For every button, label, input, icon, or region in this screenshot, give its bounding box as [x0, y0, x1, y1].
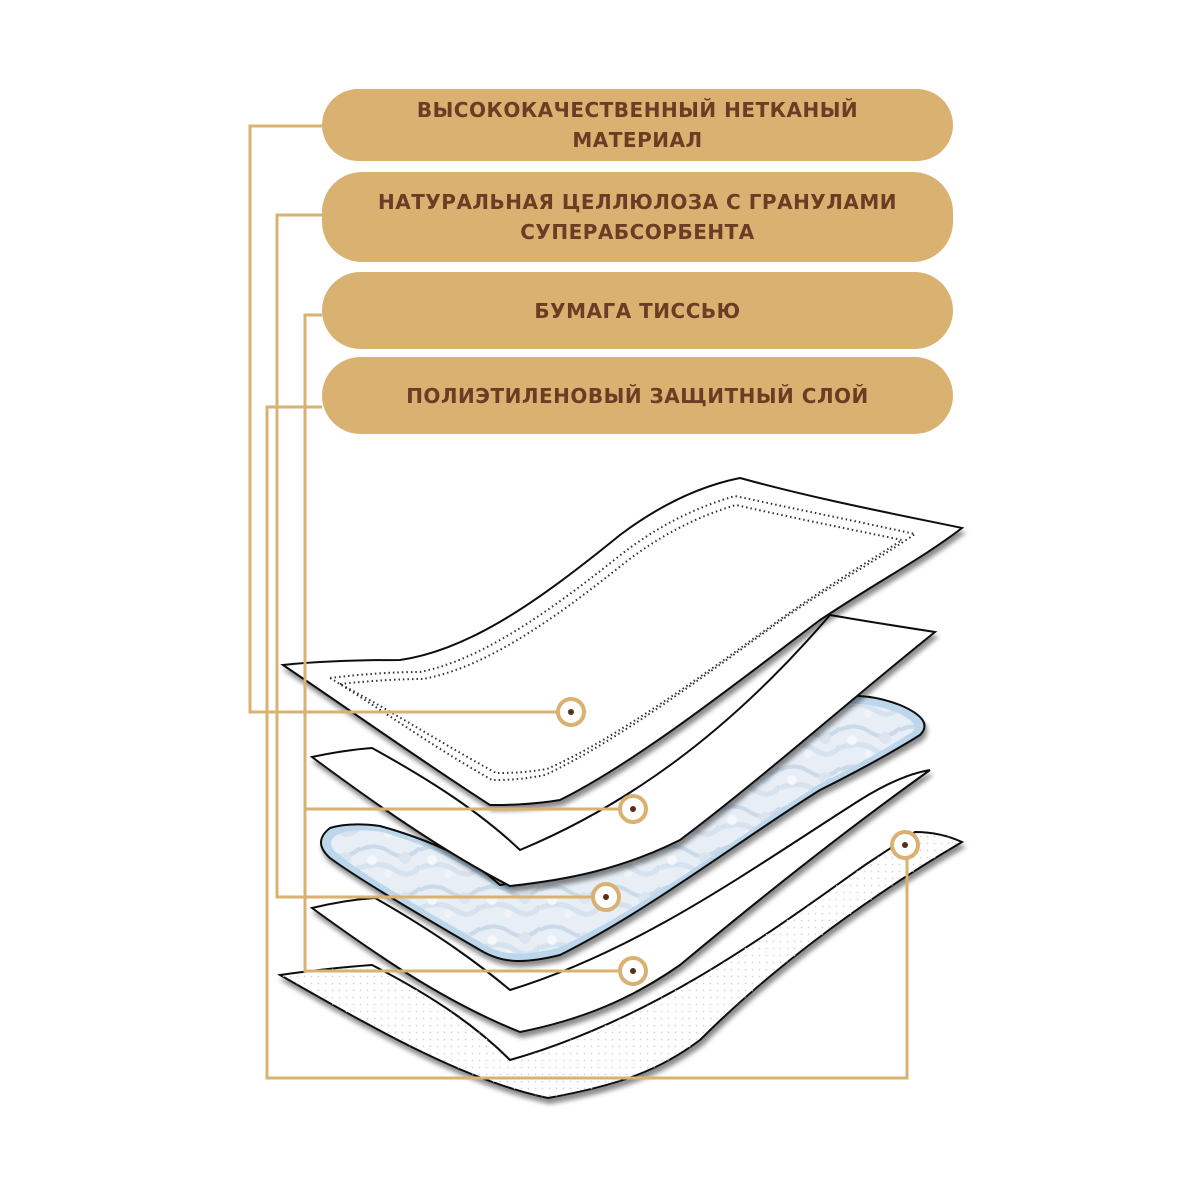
connector-line-tissue-2 [303, 809, 633, 973]
label-text: ВЫСОКОКАЧЕСТВЕННЫЙ НЕТКАНЫЙ МАТЕРИАЛ [416, 98, 859, 152]
label-text: ПОЛИЭТИЛЕНОВЫЙ ЗАЩИТНЫЙ СЛОЙ [406, 383, 869, 408]
layer-marker-icon [618, 794, 648, 824]
connector-line-polyethylene [265, 405, 909, 1080]
label-cellulose-superabsorbent: НАТУРАЛЬНАЯ ЦЕЛЛЮЛОЗА С ГРАНУЛАМИ СУПЕРА… [322, 172, 953, 262]
label-tissue-paper: БУМАГА ТИССЬЮ [322, 272, 953, 349]
connector-line-cellulose [275, 213, 606, 899]
connector-lines [248, 124, 909, 1080]
label-polyethylene-layer: ПОЛИЭТИЛЕНОВЫЙ ЗАЩИТНЫЙ СЛОЙ [322, 357, 953, 434]
connector-line-tissue [303, 313, 633, 811]
nonwoven-top-layer [280, 476, 965, 807]
middle-sheet-layer [309, 613, 938, 888]
layer-marker-icon [556, 697, 586, 727]
label-text: НАТУРАЛЬНАЯ ЦЕЛЛЮЛОЗА С ГРАНУЛАМИ СУПЕРА… [378, 190, 897, 244]
label-text: БУМАГА ТИССЬЮ [534, 298, 741, 323]
layer-marker-icon [890, 830, 920, 860]
polyethylene-layer [276, 830, 965, 1100]
connector-line-nonwoven [248, 124, 571, 714]
layer-marker-icon [618, 956, 648, 986]
label-nonwoven-material: ВЫСОКОКАЧЕСТВЕННЫЙ НЕТКАНЫЙ МАТЕРИАЛ [322, 89, 953, 161]
layer-marker-icon [591, 882, 621, 912]
tissue-paper-layer [309, 769, 931, 1034]
